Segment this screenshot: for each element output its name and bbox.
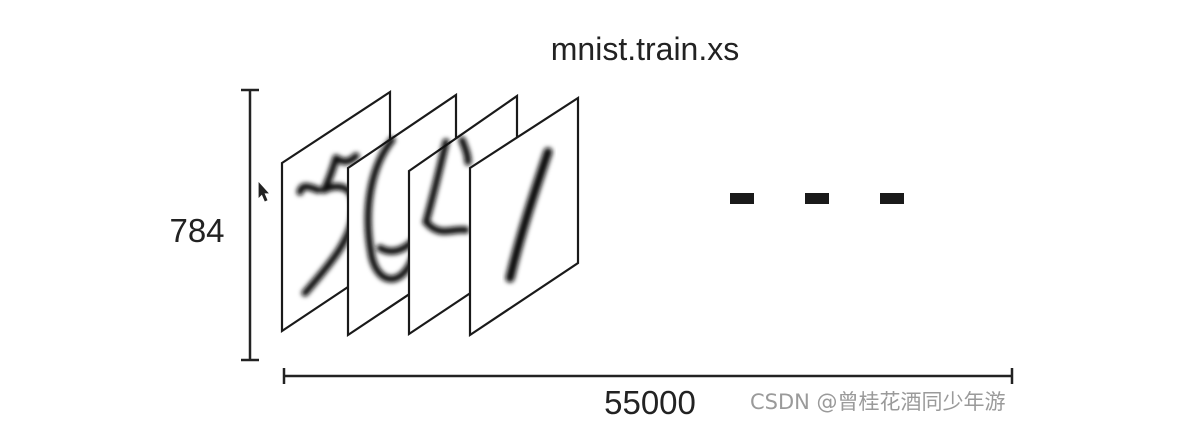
mouse-cursor-icon xyxy=(258,181,269,202)
vertical-label: 784 xyxy=(169,212,224,249)
ellipsis-dash xyxy=(805,193,829,204)
ellipsis-dash xyxy=(730,193,754,204)
watermark-text: CSDN @曾桂花酒同少年游 xyxy=(750,390,1006,414)
vertical-dimension xyxy=(241,88,259,362)
digit-card xyxy=(468,95,580,338)
horizontal-label: 55000 xyxy=(604,384,696,421)
horizontal-dimension xyxy=(282,368,1014,384)
ellipsis-dash xyxy=(880,193,904,204)
digit-stroke xyxy=(422,136,472,235)
ellipsis-dashes xyxy=(730,193,904,204)
card-stack xyxy=(280,89,580,338)
diagram-title: mnist.train.xs xyxy=(551,31,739,67)
digit-stroke xyxy=(505,147,553,283)
